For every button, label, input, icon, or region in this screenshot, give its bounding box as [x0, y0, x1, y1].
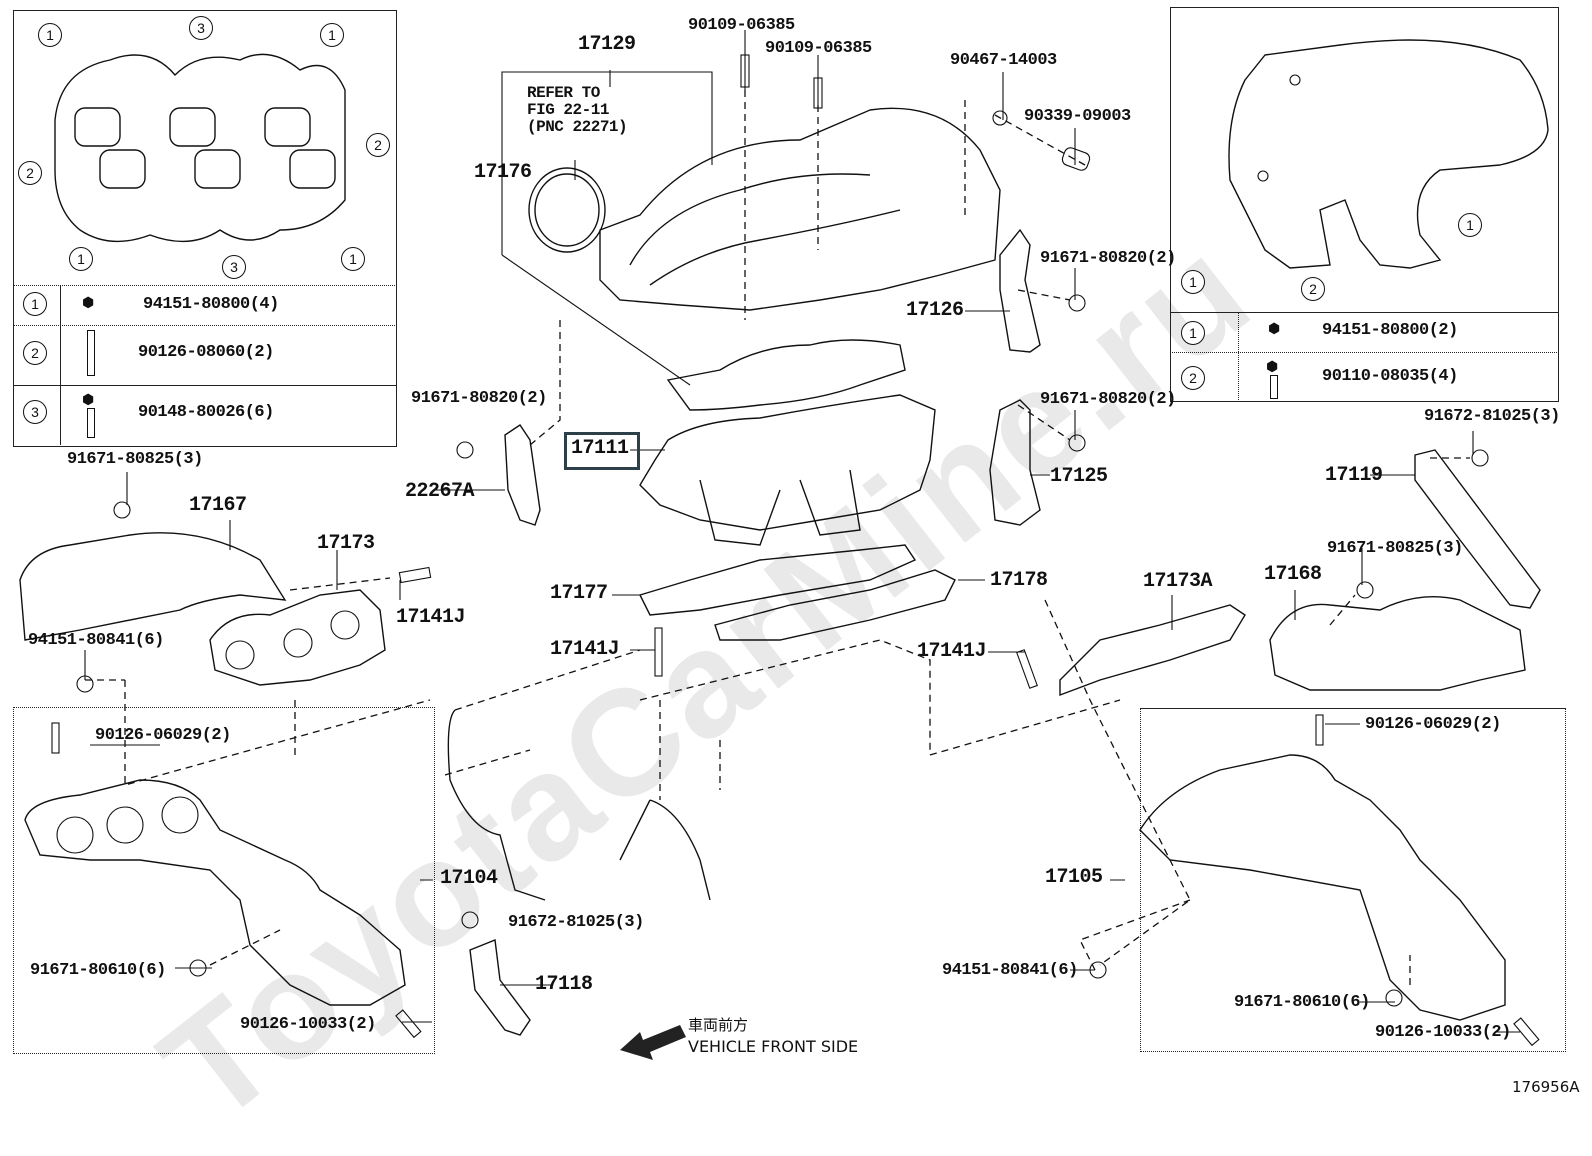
part-label-17126[interactable]: 17126: [906, 299, 964, 322]
part-label-90126-10033[interactable]: 90126-10033(2): [1375, 1023, 1511, 1042]
part-label-17141J[interactable]: 17141J: [396, 606, 466, 629]
part-label-90339-09003[interactable]: 90339-09003: [1024, 107, 1131, 126]
part-label-90126-06029[interactable]: 90126-06029(2): [1365, 715, 1501, 734]
vehicle-front-label: VEHICLE FRONT SIDE: [688, 1037, 859, 1056]
part-label-91671-80610[interactable]: 91671-80610(6): [1234, 993, 1370, 1012]
legend-part-90126-08060: 90126-08060(2): [138, 343, 274, 362]
part-label-91672-81025[interactable]: 91672-81025(3): [508, 913, 644, 932]
figure-id: 176956A: [1512, 1078, 1580, 1096]
part-label-17141J[interactable]: 17141J: [917, 640, 987, 663]
callout-1: 1: [38, 23, 62, 47]
part-label-22267A[interactable]: 22267A: [405, 480, 475, 503]
part-label-17104[interactable]: 17104: [440, 867, 498, 890]
parts-diagram-artwork: [19, 30, 1549, 1060]
part-label-17129[interactable]: 17129: [578, 33, 636, 56]
part-label-17178[interactable]: 17178: [990, 569, 1048, 592]
part-label-90126-10033[interactable]: 90126-10033(2): [240, 1015, 376, 1034]
callout-3: 3: [189, 16, 213, 40]
part-label-91671-80820[interactable]: 91671-80820(2): [1040, 249, 1176, 268]
exhaust-gasket-17173A: [1059, 604, 1246, 697]
plenum-gasket-drawing: [666, 339, 906, 411]
callout-2: 2: [18, 161, 42, 185]
exhaust-manifold-right-box: [1140, 708, 1566, 1052]
legend-part-94151-80800: 94151-80800(4): [143, 295, 279, 314]
callout-3: 3: [222, 255, 246, 279]
part-label-17125[interactable]: 17125: [1050, 465, 1108, 488]
legend-num-1: 1: [1181, 321, 1205, 345]
callout-2: 2: [366, 133, 390, 157]
part-label-91671-80820[interactable]: 91671-80820(2): [1040, 390, 1176, 409]
part-label-17176[interactable]: 17176: [474, 161, 532, 184]
part-label-94151-80841[interactable]: 94151-80841(6): [942, 961, 1078, 980]
upper-intake-manifold-drawing: [599, 107, 1001, 311]
engine-block-outline: [124, 599, 1191, 966]
highlight-17111: [564, 432, 640, 470]
bracket-17125: [989, 399, 1041, 526]
stud-icon: [87, 330, 95, 376]
exhaust-manifold-left-box: [13, 707, 435, 1054]
part-label-90109-06385[interactable]: 90109-06385: [688, 16, 795, 35]
part-label-17167[interactable]: 17167: [189, 494, 247, 517]
bracket-17126: [999, 228, 1041, 353]
vehicle-front-label-jp: 車両前方: [688, 1016, 749, 1034]
part-label-91671-80825[interactable]: 91671-80825(3): [1327, 539, 1463, 558]
stay-17119: [1414, 449, 1541, 609]
part-label-17177[interactable]: 17177: [550, 582, 608, 605]
gasket-17178: [714, 569, 956, 641]
bracket-22267A: [504, 424, 541, 526]
arrow-down-left-icon: [620, 1025, 686, 1060]
part-label-17105[interactable]: 17105: [1045, 866, 1103, 889]
legend-part-90148-80026: 90148-80026(6): [138, 403, 274, 422]
part-label-90467-14003[interactable]: 90467-14003: [950, 51, 1057, 70]
part-label-94151-80841[interactable]: 94151-80841(6): [28, 631, 164, 650]
part-label-17141J[interactable]: 17141J: [550, 638, 620, 661]
nut-icon: ⬢: [1268, 321, 1281, 337]
bolt-icon: ⬢: [82, 392, 95, 408]
legend-part-94151-80800: 94151-80800(2): [1322, 321, 1458, 340]
legend-num-2: 2: [1181, 366, 1205, 390]
exhaust-manifold-17105-drawing: [1139, 754, 1506, 1021]
exhaust-gasket-17173: [209, 589, 386, 686]
callout-1: 1: [69, 247, 93, 271]
part-label-91671-80820[interactable]: 91671-80820(2): [411, 389, 547, 408]
part-label-17173A[interactable]: 17173A: [1143, 570, 1213, 593]
refer-note: REFER TO FIG 22-11 (PNC 22271): [527, 84, 628, 136]
lower-intake-manifold-drawing: [639, 394, 936, 546]
part-label-17119[interactable]: 17119: [1325, 464, 1383, 487]
bolt-icon: ⬢: [1266, 359, 1279, 375]
o-ring-17176: [528, 167, 606, 253]
callout-1: 1: [1458, 213, 1482, 237]
gasket-17177: [639, 544, 917, 616]
intake-gasket-inset-drawing: [54, 53, 346, 243]
part-label-17168[interactable]: 17168: [1264, 563, 1322, 586]
part-label-17111[interactable]: 17111: [571, 437, 629, 460]
legend-part-90110-08035: 90110-08035(4): [1322, 367, 1458, 386]
exhaust-manifold-17104-drawing: [24, 779, 406, 1006]
bracket-17118: [469, 939, 531, 1036]
heat-shield-17168: [1269, 596, 1526, 691]
inset-left-gasket-fasteners: [13, 10, 397, 447]
leader-17129: [501, 71, 713, 255]
fastener-glyphs: [51, 54, 1540, 1047]
intake-plenum-inset-drawing: [1228, 39, 1549, 269]
callout-1: 1: [1181, 270, 1205, 294]
inset-right-plenum-fasteners: [1170, 7, 1559, 402]
legend-num-3: 3: [23, 400, 47, 424]
nut-icon: ⬢: [82, 295, 95, 311]
callout-1: 1: [320, 23, 344, 47]
part-label-91672-81025[interactable]: 91672-81025(3): [1424, 407, 1560, 426]
part-label-17118[interactable]: 17118: [535, 973, 593, 996]
part-label-90109-06385[interactable]: 90109-06385: [765, 39, 872, 58]
callout-1: 1: [341, 247, 365, 271]
part-label-91671-80610[interactable]: 91671-80610(6): [30, 961, 166, 980]
legend-num-1: 1: [23, 292, 47, 316]
part-label-17173[interactable]: 17173: [317, 532, 375, 555]
heat-shield-17167: [19, 532, 287, 641]
legend-num-2: 2: [23, 341, 47, 365]
part-label-91671-80825[interactable]: 91671-80825(3): [67, 450, 203, 469]
callout-2: 2: [1301, 277, 1325, 301]
part-label-90126-06029[interactable]: 90126-06029(2): [95, 726, 231, 745]
